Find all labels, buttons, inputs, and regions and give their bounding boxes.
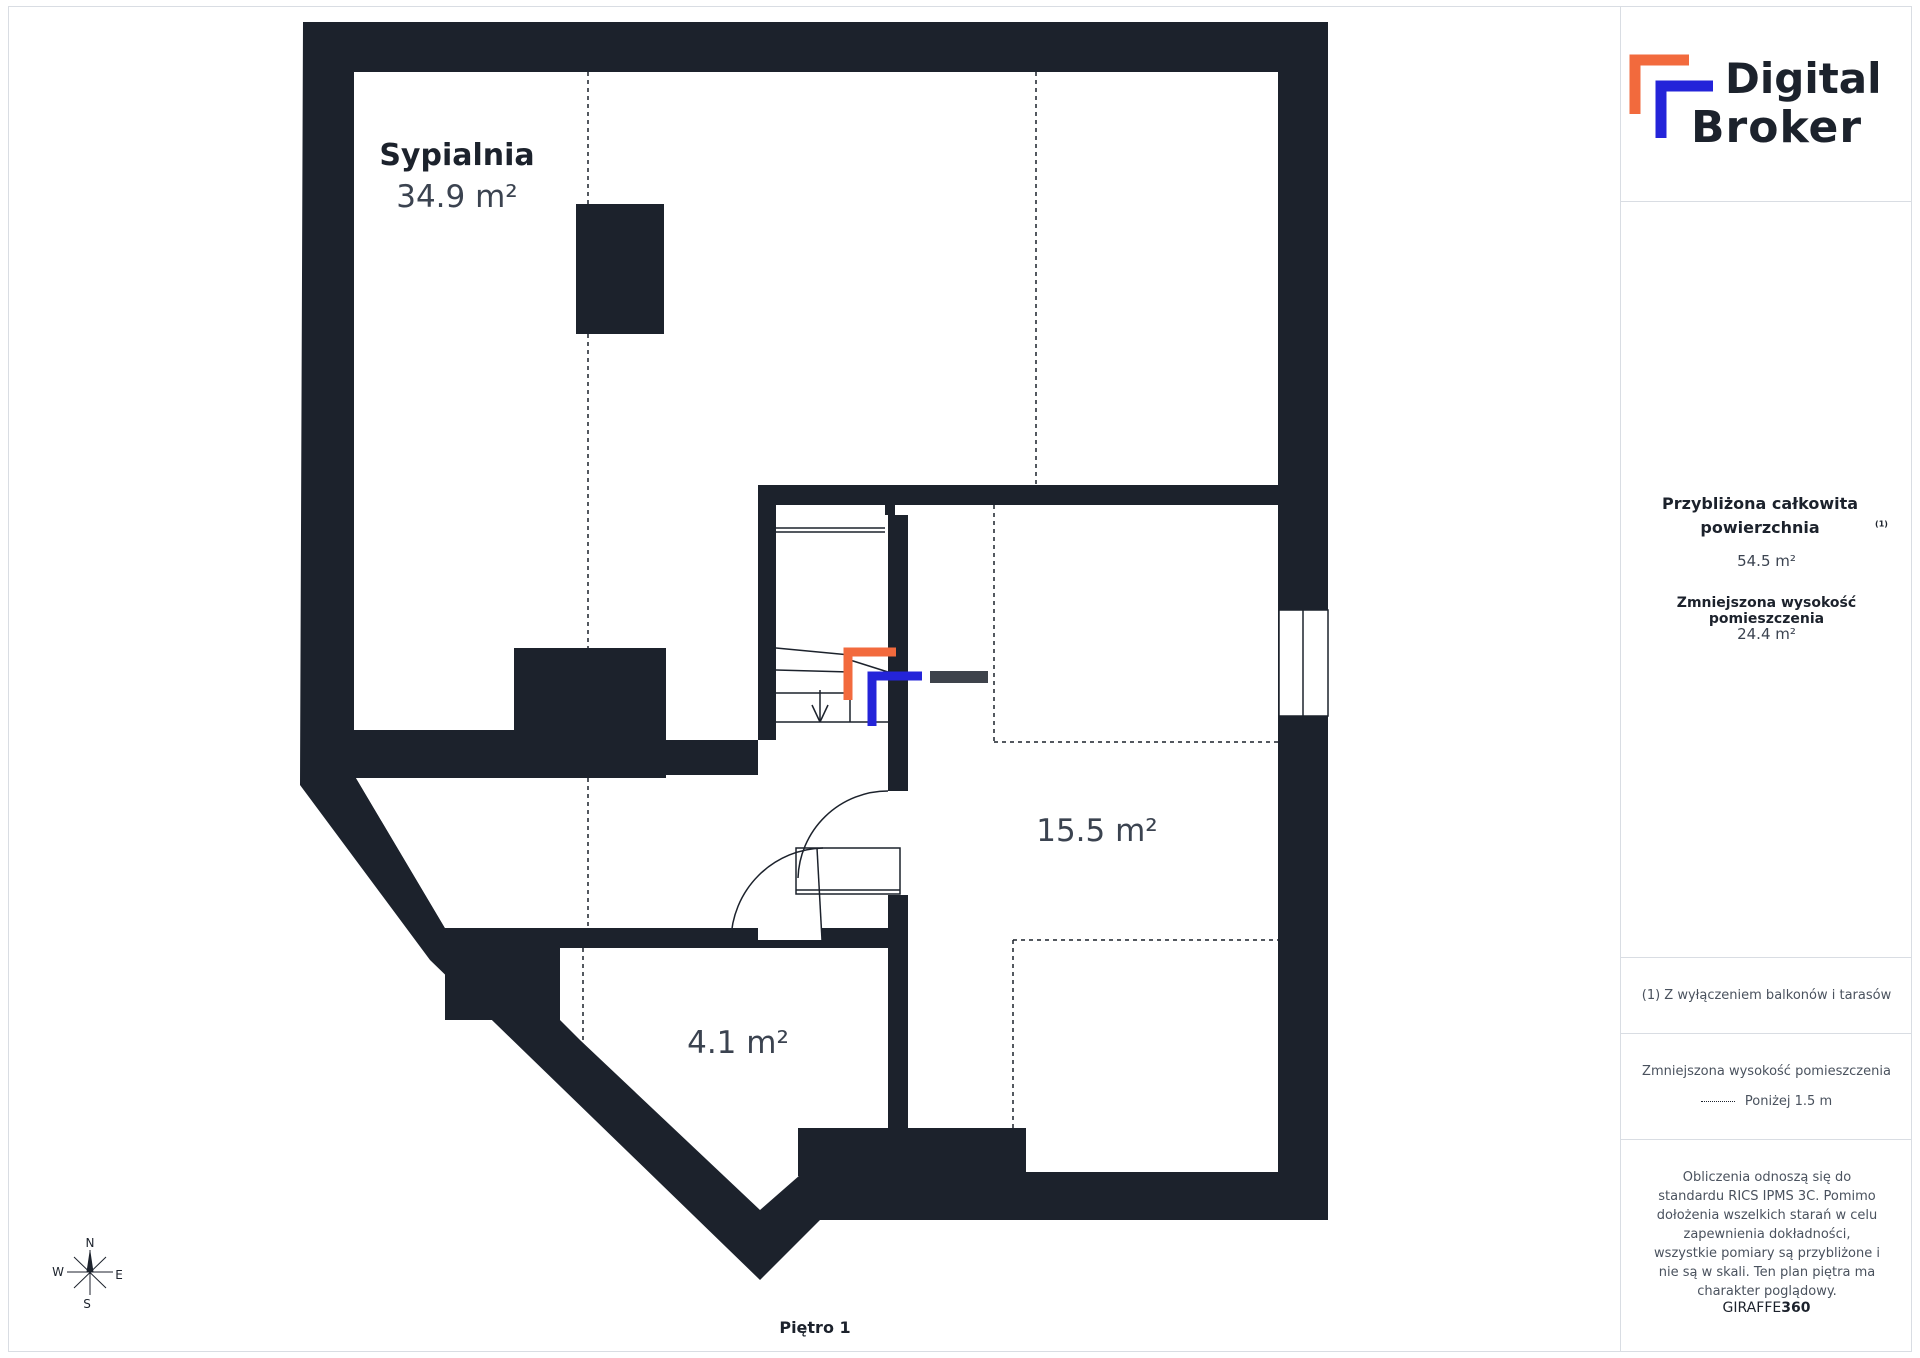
reduced-label: Zmniejszona wysokość pomieszczenia (1676, 595, 1857, 627)
disclaimer-section: Obliczenia odnoszą się do standardu RICS… (1621, 1140, 1912, 1352)
legend-section: Zmniejszona wysokość pomieszczenia Poniż… (1621, 1034, 1912, 1140)
room-area-bedroom: 34.9 m² (396, 179, 518, 215)
total-sup: (1) (1875, 519, 1888, 529)
reduced-value: 24.4 m² (1737, 625, 1796, 643)
brand-section: Digital Broker (1621, 6, 1912, 202)
door-arc-a (797, 790, 889, 879)
bottom-block (798, 1128, 1026, 1176)
compass-s: S (83, 1297, 91, 1311)
credit: GIRAFFE360 (1621, 1300, 1912, 1316)
brand-line1: Digital (1725, 54, 1882, 103)
door-arc-b (730, 847, 824, 941)
compass-e: E (115, 1268, 123, 1282)
compass-n: N (86, 1236, 95, 1250)
credit-prefix: GIRAFFE (1722, 1300, 1782, 1316)
compass (67, 1250, 113, 1295)
disclaimer: Obliczenia odnoszą się do standardu RICS… (1654, 1170, 1880, 1299)
credit-suffix: 360 (1781, 1300, 1811, 1316)
wall-blocks (354, 204, 1278, 1176)
stair-wall-left (758, 485, 776, 740)
floor-label: Piętro 1 (779, 1318, 850, 1337)
hall-wall-mid (885, 505, 895, 515)
right-room-floor (905, 505, 1278, 1170)
small-room-floor (560, 948, 890, 1210)
room-area-right: 15.5 m² (1036, 813, 1158, 849)
room-area-small: 4.1 m² (687, 1025, 789, 1061)
chimney-top (576, 204, 664, 334)
floor-plan: Sypialnia 34.9 m² 15.5 m² 4.1 m² N S W E… (52, 22, 1329, 1337)
plan-logo (843, 647, 988, 726)
small-room-left-wall (445, 928, 560, 1020)
info-sidebar: Digital Broker Przybliżona całkowita pow… (1620, 6, 1912, 1352)
door-leaf-a (795, 847, 901, 895)
doors (730, 790, 901, 941)
hall-wall-lower (888, 895, 908, 1128)
dotted-line-icon (1700, 1101, 1735, 1102)
brand-logo (1629, 54, 1713, 138)
summary-section: Przybliżona całkowita powierzchnia (1) 54… (1621, 202, 1912, 958)
legend-title: Zmniejszona wysokość pomieszczenia (1642, 1064, 1891, 1079)
brand-line2: Broker (1691, 102, 1863, 153)
stairwell-floor (775, 505, 885, 740)
interior-fills (354, 72, 1278, 1210)
total-value: 54.5 m² (1737, 552, 1796, 570)
compass-w: W (52, 1265, 64, 1279)
hall-wall-upper (888, 515, 908, 791)
legend-item: Poniżej 1.5 m (1744, 1094, 1833, 1109)
total-label: Przybliżona całkowita powierzchnia (1662, 494, 1859, 537)
stair-wall-top (758, 485, 1278, 505)
room-name-bedroom: Sypialnia (379, 138, 534, 173)
reduced-height-lines (582, 72, 1278, 1128)
hall-floor (665, 775, 905, 928)
window-right (1278, 609, 1329, 717)
footnote: (1) Z wyłączeniem balkonów i tarasów (1621, 958, 1912, 1034)
legend-row: Poniżej 1.5 m (1621, 1094, 1912, 1109)
bedroom-bottom-wall (354, 730, 666, 778)
small-room-top-wall-b (822, 928, 892, 948)
page-frame (8, 6, 1912, 1352)
